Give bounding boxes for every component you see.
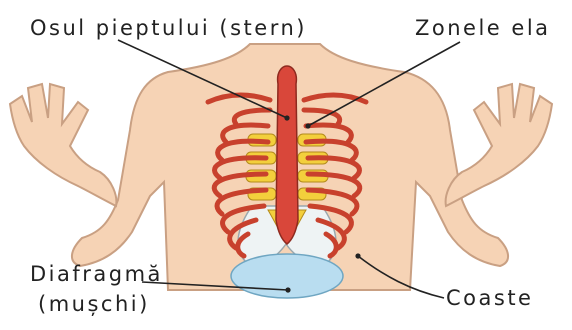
sternum bbox=[276, 66, 298, 244]
label-sternum: Osul pieptului (stern) bbox=[30, 16, 307, 40]
label-diaphragm: Diafragmă bbox=[30, 262, 163, 286]
right-hand bbox=[446, 84, 552, 206]
pointer-dot-elastic bbox=[305, 123, 310, 128]
left-hand bbox=[10, 84, 116, 206]
pointer-dot-sternum bbox=[284, 115, 289, 120]
pointer-dot-diaphragm bbox=[285, 287, 290, 292]
label-ribs: Coaste bbox=[446, 286, 533, 310]
pointer-dot-ribs bbox=[355, 253, 360, 258]
label-diaphragm-note: (mușchi) bbox=[38, 292, 150, 316]
label-elastic-zones: Zonele ela bbox=[415, 16, 551, 40]
